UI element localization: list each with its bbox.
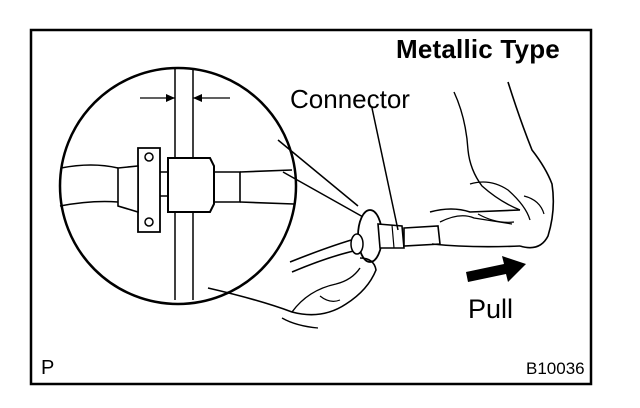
figure-code: B10036	[526, 359, 585, 378]
figure-title: Metallic Type	[396, 34, 560, 64]
pull-arrow-icon	[466, 256, 526, 282]
magnifier-inset	[58, 66, 373, 306]
connector-assembly	[350, 107, 441, 263]
brake-hose	[289, 237, 359, 273]
left-hand	[207, 257, 377, 329]
pull-label: Pull	[468, 294, 514, 324]
corner-mark: P	[41, 357, 55, 379]
right-hand-pliers	[429, 81, 555, 249]
dimension-arrows	[140, 94, 230, 102]
figure-frame	[29, 28, 593, 386]
connector-label: Connector	[290, 84, 410, 114]
